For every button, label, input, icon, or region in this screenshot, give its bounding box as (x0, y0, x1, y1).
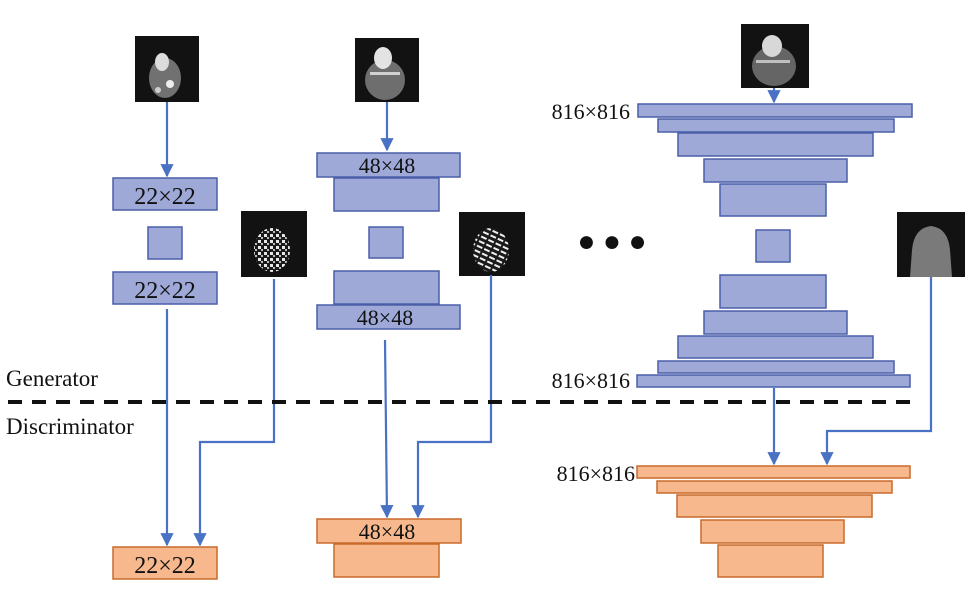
input-image-816 (741, 24, 809, 88)
generator-layer-816-e2 (657, 118, 895, 133)
generator-layer-48-bottom-1 (316, 304, 461, 330)
column-22: 22×22 22×22 22×22 (112, 36, 307, 580)
size-label-48-top: 48×48 (359, 153, 415, 178)
generator-bottleneck-816 (755, 229, 791, 263)
discriminator-layer-48-2 (333, 543, 440, 578)
size-label-816-bottom: 816×816 (552, 368, 630, 393)
size-label-22-bottom: 22×22 (134, 278, 196, 304)
generator-layer-22-top (112, 177, 218, 211)
generator-layer-816-e3 (677, 132, 874, 157)
discriminator-label: Discriminator (6, 414, 134, 439)
discriminator-layer-816-5 (717, 544, 824, 578)
column-48: 48×48 48×48 48×48 (316, 38, 525, 578)
discriminator-layer-48-1 (316, 518, 462, 544)
arrow-generated-48-to-discriminator (380, 339, 394, 519)
discriminator-layer-816-2 (656, 480, 893, 494)
column-816: 816×816 816×816 816×816 (552, 24, 965, 578)
arrow-real-22-to-discriminator (193, 279, 276, 547)
generator-layer-816-d4 (703, 310, 848, 335)
generator-layer-48-top-2 (333, 177, 440, 212)
generator-layer-816-e4 (703, 158, 848, 183)
ellipsis-dots: ● ● ● (577, 225, 646, 258)
discriminator-layer-816-4 (700, 519, 845, 544)
discriminator-layer-816-1 (636, 465, 911, 479)
generator-layer-48-top-1 (316, 152, 461, 178)
discriminator-layer-816-3 (676, 494, 873, 518)
real-image-816 (897, 212, 965, 277)
size-label-48-bottom: 48×48 (357, 305, 413, 330)
input-image-22 (135, 36, 199, 102)
generator-layer-816-d2 (657, 360, 895, 374)
discriminator-layer-22 (112, 546, 218, 580)
generator-layer-816-d1 (636, 374, 911, 388)
size-label-816-discriminator: 816×816 (557, 461, 635, 486)
real-image-48 (459, 212, 525, 276)
generator-label: Generator (6, 366, 98, 391)
size-label-22-top: 22×22 (134, 184, 196, 210)
generator-bottleneck-22 (147, 226, 183, 260)
size-label-816-top: 816×816 (552, 99, 630, 124)
generator-layer-816-e1 (637, 103, 913, 118)
generator-layer-816-d3 (677, 335, 874, 359)
generator-layer-816-d5 (719, 274, 827, 309)
input-image-48 (355, 38, 419, 102)
generator-layer-22-bottom (112, 271, 218, 305)
generator-bottleneck-48 (368, 226, 404, 259)
real-image-22 (241, 211, 307, 277)
arrow-real-816-to-discriminator (820, 277, 933, 466)
generator-layer-816-e5 (719, 183, 827, 217)
arrow-real-48-to-discriminator (411, 275, 493, 519)
generator-layer-48-bottom-2 (333, 270, 440, 305)
size-label-48-discriminator: 48×48 (359, 519, 415, 544)
size-label-22-discriminator: 22×22 (134, 553, 196, 579)
